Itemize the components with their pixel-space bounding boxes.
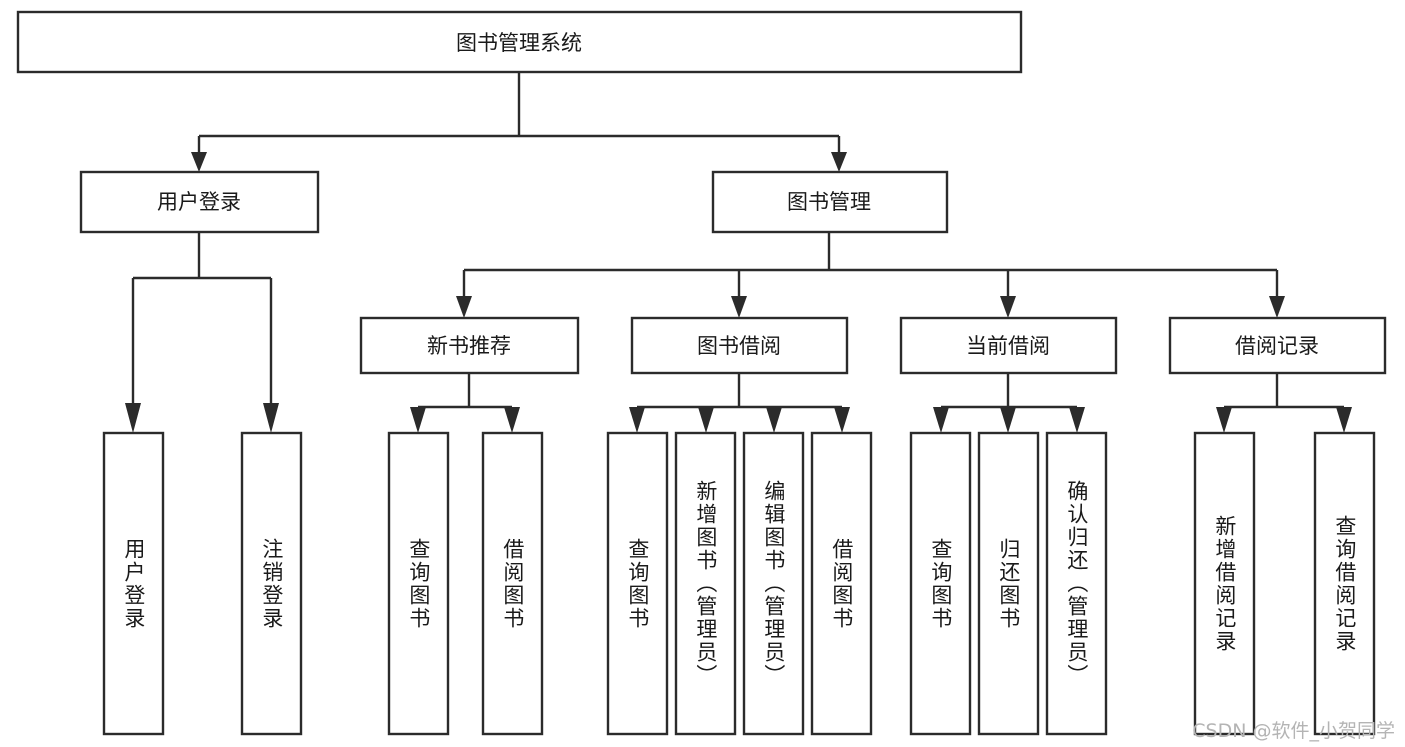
arrow-head-leaf-logout <box>263 403 279 433</box>
node-box-root[interactable] <box>16 10 1023 74</box>
arrow-head-cb-return <box>1000 407 1016 433</box>
node-box-leaf-nb-query-book[interactable] <box>387 431 450 736</box>
arrow-head-newbook-query <box>410 407 426 433</box>
arrow-head-newbook-borrow <box>504 407 520 433</box>
arrow-head-book-borrow <box>731 296 747 318</box>
arrow-head-br-query <box>1336 407 1352 433</box>
arrow-head-book-mgmt <box>831 152 847 172</box>
arrow-head-bb-add <box>698 407 714 433</box>
horizontal-labels-layer: 图书管理系统 用户登录 图书管理 新书推荐 图书借阅 当前借阅 借阅记录 <box>157 31 1319 358</box>
nodes-layer <box>16 10 1387 736</box>
node-box-current-borrow[interactable] <box>899 316 1118 375</box>
node-box-leaf-br-add-record[interactable] <box>1193 431 1256 736</box>
label-borrow-record: 借阅记录 <box>1235 334 1319 358</box>
label-user-login: 用户登录 <box>157 190 241 214</box>
arrow-head-user-login <box>191 152 207 172</box>
node-box-book-borrow[interactable] <box>630 316 849 375</box>
node-box-book-management[interactable] <box>711 170 949 234</box>
arrow-head-new-book <box>456 296 472 318</box>
node-box-leaf-cb-query-book[interactable] <box>909 431 972 736</box>
arrow-head-cb-confirm <box>1069 407 1085 433</box>
node-box-borrow-record[interactable] <box>1168 316 1387 375</box>
label-root: 图书管理系统 <box>456 31 582 55</box>
arrow-head-br-add <box>1216 407 1232 433</box>
arrow-head-cb-query <box>933 407 949 433</box>
arrow-head-bb-borrow <box>834 407 850 433</box>
node-box-leaf-nb-borrow-book[interactable] <box>481 431 544 736</box>
node-box-leaf-bb-borrow-book[interactable] <box>810 431 873 736</box>
node-box-leaf-br-query-record[interactable] <box>1313 431 1376 736</box>
node-box-new-book-recommend[interactable] <box>359 316 580 375</box>
node-box-leaf-bb-add-book[interactable] <box>674 431 737 736</box>
arrow-head-leaf-user-login <box>125 403 141 433</box>
node-box-leaf-user-login[interactable] <box>102 431 165 736</box>
arrow-head-bb-query <box>629 407 645 433</box>
node-box-leaf-bb-edit-book[interactable] <box>742 431 805 736</box>
arrow-head-current-borrow <box>1000 296 1016 318</box>
label-current-borrow: 当前借阅 <box>966 334 1050 358</box>
node-box-leaf-bb-query-book[interactable] <box>606 431 669 736</box>
node-box-leaf-cb-return-book[interactable] <box>977 431 1040 736</box>
arrow-head-borrow-record <box>1269 296 1285 318</box>
label-book-borrow: 图书借阅 <box>697 334 781 358</box>
connectors-layer <box>125 72 1352 433</box>
node-box-user-login[interactable] <box>79 170 320 234</box>
arrow-head-bb-edit <box>766 407 782 433</box>
label-new-book-recommend: 新书推荐 <box>427 334 511 358</box>
label-book-management: 图书管理 <box>787 190 871 214</box>
node-box-leaf-cb-confirm-return[interactable] <box>1045 431 1108 736</box>
node-box-leaf-logout[interactable] <box>240 431 303 736</box>
